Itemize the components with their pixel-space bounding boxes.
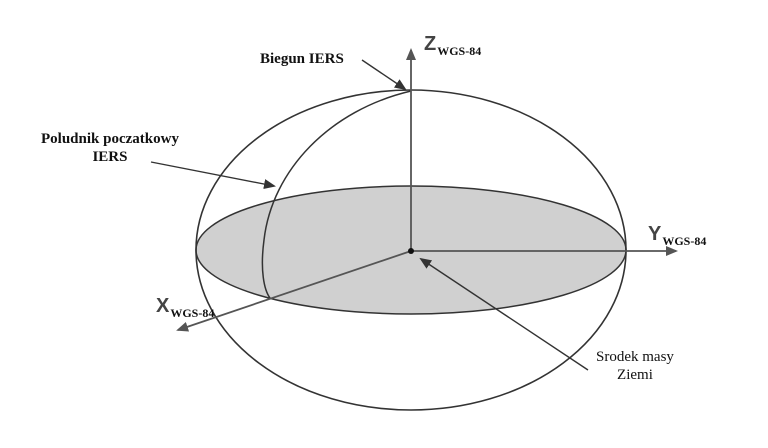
- meridian-label-line2: IERS: [92, 149, 128, 165]
- pole-pointer-arrow: [361, 59, 407, 91]
- meridian-pointer-arrow: [150, 161, 276, 189]
- meridian-label: Poludnik poczatkowy IERS: [41, 132, 179, 165]
- x-axis-letter: X: [156, 295, 170, 317]
- x-axis-subscript: WGS-84: [170, 306, 215, 320]
- y-axis-letter: Y: [648, 223, 662, 245]
- center-label-line1: Srodek masy: [596, 349, 674, 365]
- z-axis-label: ZWGS-84: [424, 33, 481, 57]
- center-label-line2: Ziemi: [617, 367, 653, 383]
- meridian-label-line1: Poludnik poczatkowy: [41, 131, 179, 147]
- x-axis: [176, 250, 412, 332]
- prime-meridian-curve: [261, 90, 412, 299]
- center-of-mass-point: [408, 248, 414, 254]
- y-axis-label: YWGS-84: [648, 223, 706, 247]
- pole-label: Biegun IERS: [260, 51, 344, 67]
- z-axis-subscript: WGS-84: [437, 44, 482, 58]
- z-axis-letter: Z: [424, 33, 437, 55]
- center-of-mass-label: Srodek masy Ziemi: [596, 350, 674, 383]
- y-axis-subscript: WGS-84: [662, 234, 707, 248]
- x-axis-label: XWGS-84: [156, 295, 214, 319]
- center-pointer-arrow: [419, 257, 589, 371]
